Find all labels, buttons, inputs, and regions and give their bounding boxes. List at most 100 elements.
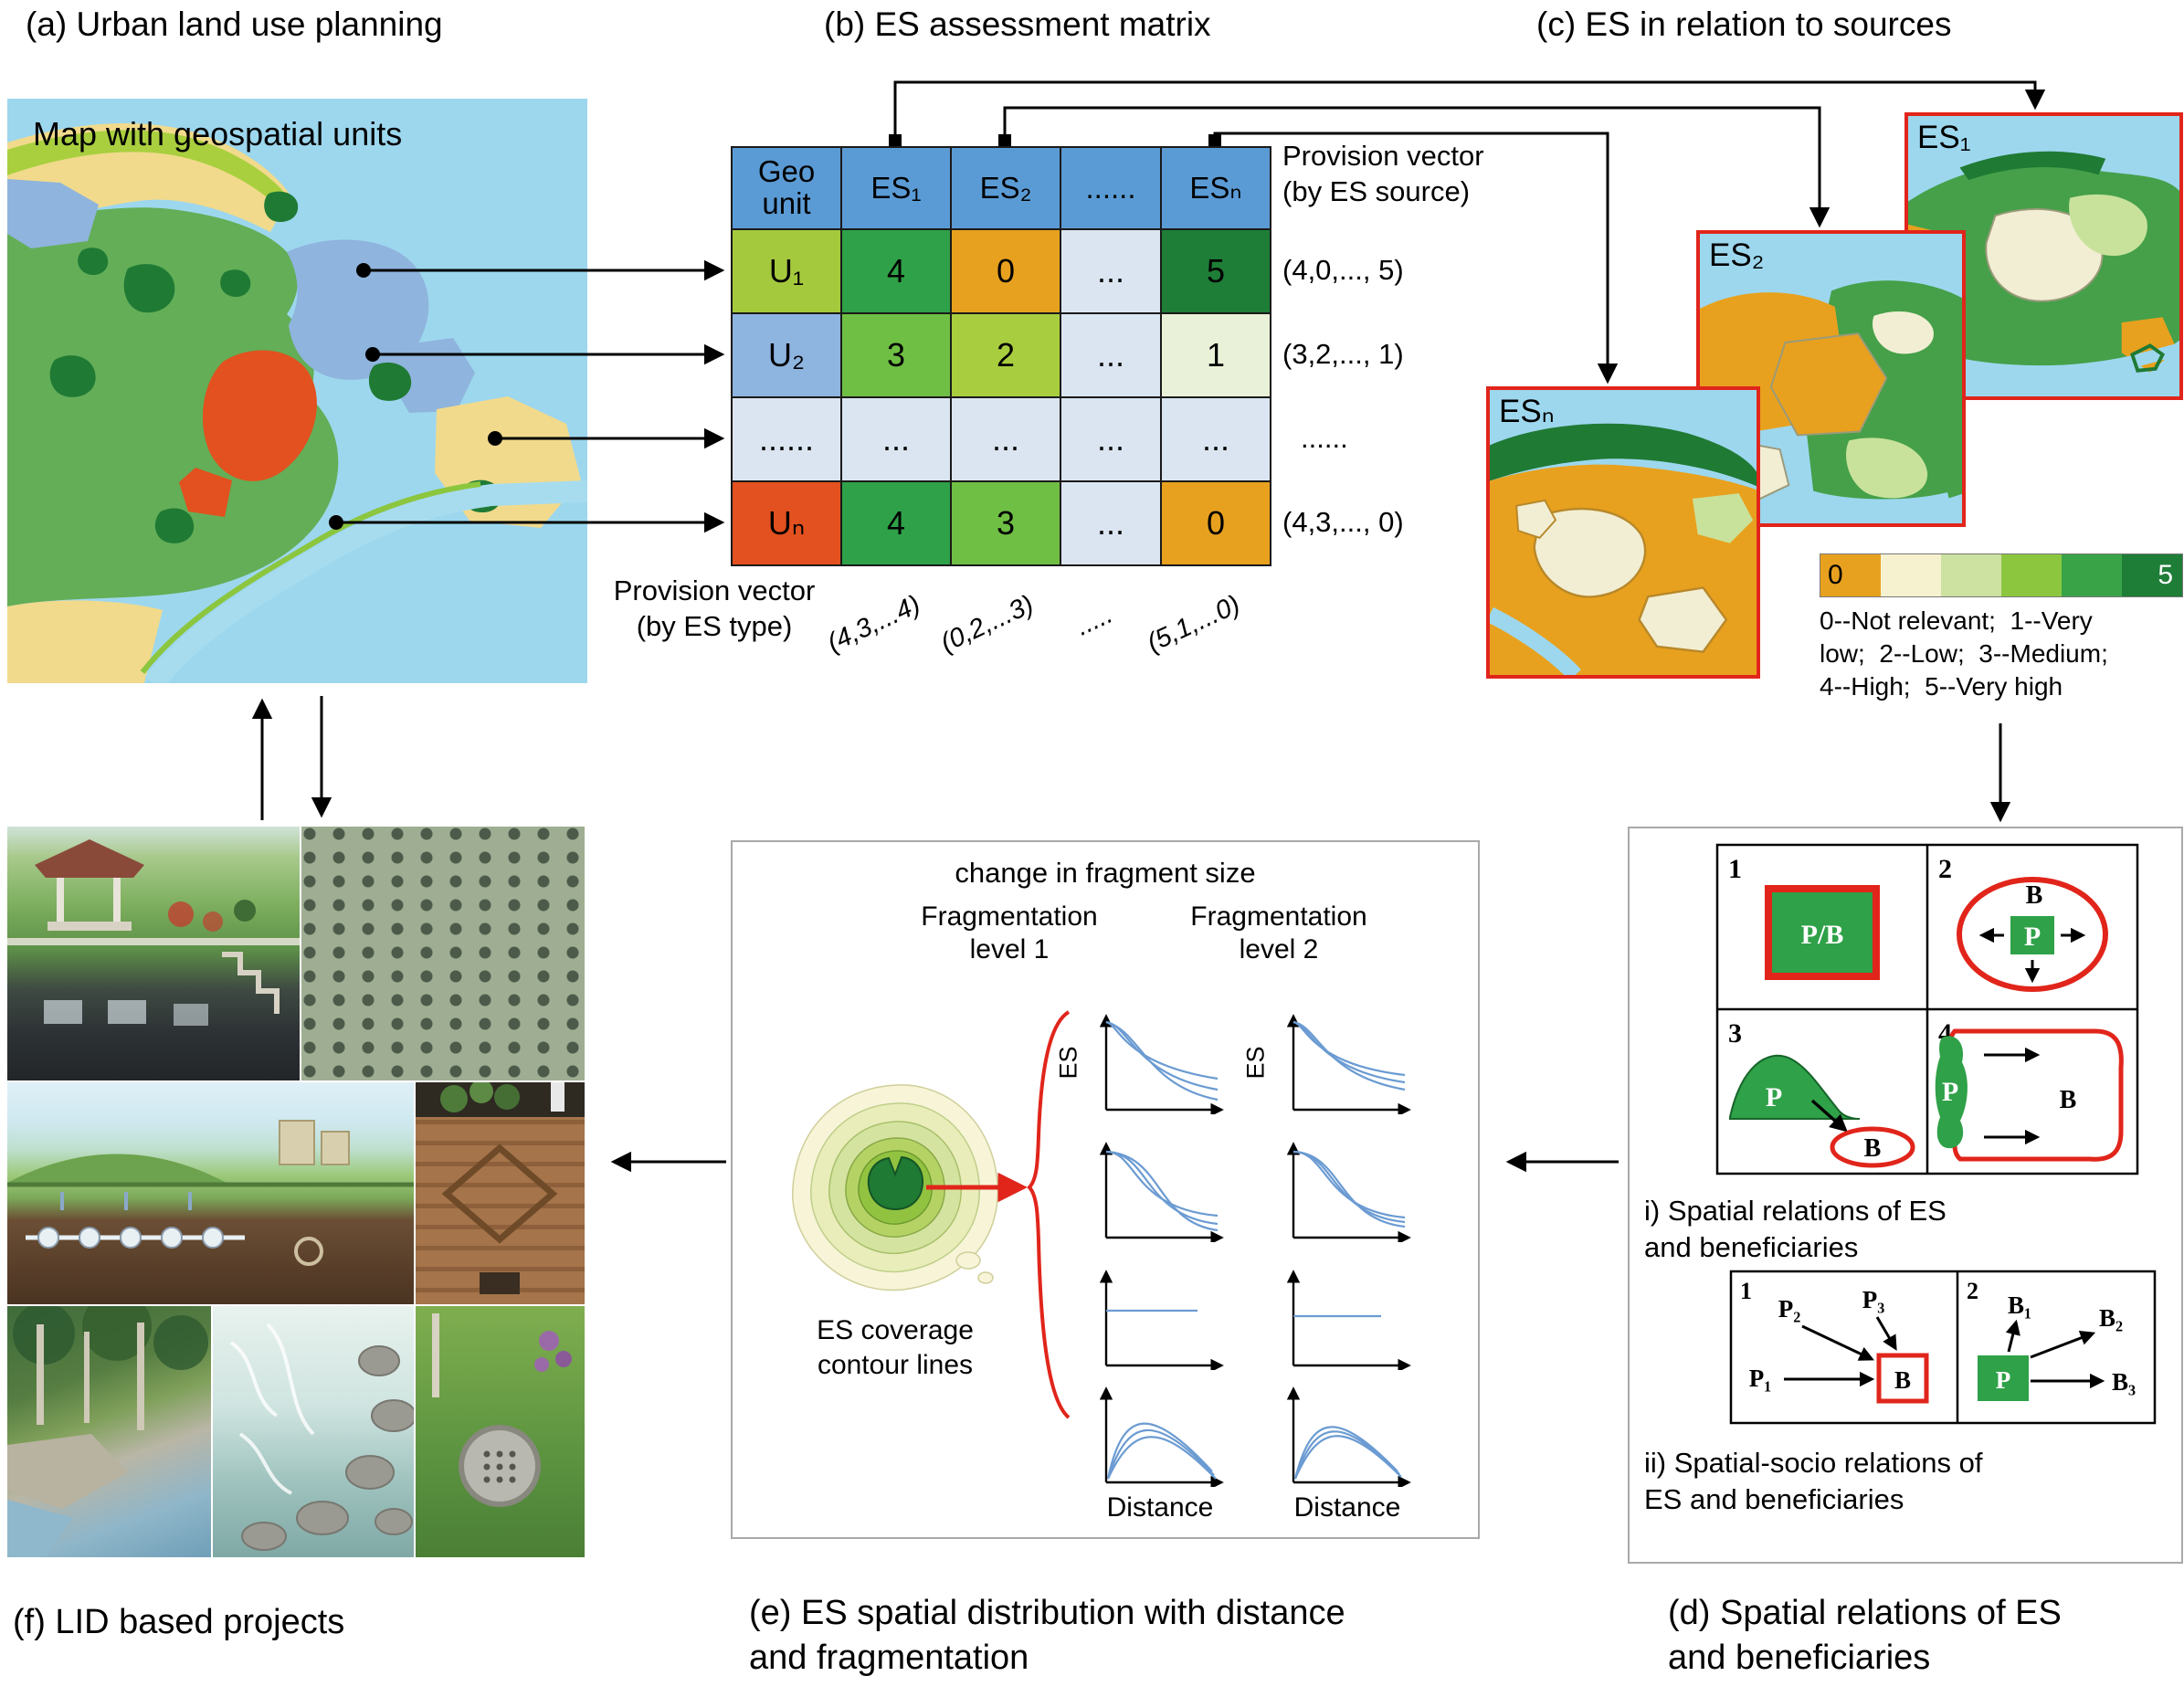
provider-square-socio <box>1978 1355 2029 1401</box>
rain-garden-graphic <box>7 1120 414 1266</box>
matrix-cell: ... <box>1060 396 1162 482</box>
matrix-row-u2: U₂ 3 2 ... 1 <box>731 312 1271 398</box>
contour-caption: ES coverage contour lines <box>756 1313 1034 1382</box>
panel-e-title-line2: and fragmentation <box>749 1639 1029 1678</box>
photo-rain-barrel <box>416 1082 585 1304</box>
matrix-cell: 3 <box>950 480 1061 566</box>
es1-label: ES₁ <box>1917 120 1971 155</box>
p-label-q3: P <box>1766 1082 1782 1112</box>
b-label-socio1: B <box>1894 1366 1911 1394</box>
stream-rocks-graphic <box>229 1323 414 1551</box>
es-distance-plot-l1-r2 <box>1099 1142 1224 1242</box>
green-roof-graphic <box>7 839 300 1026</box>
quadrant-2-number: 2 <box>1938 854 1952 884</box>
landuse-map: Map with geospatial units <box>7 99 587 683</box>
es-matrix-table: Geo unit ES₁ ES₂ ...... ESₙ U₁ 4 0 ... 5… <box>731 146 1271 566</box>
esn-source-map: ESₙ <box>1486 386 1760 681</box>
matrix-header-es2: ES₂ <box>950 146 1061 230</box>
socio2-arrows <box>2005 1319 2105 1389</box>
matrix-cell: ... <box>840 396 952 482</box>
panel-b-title: (b) ES assessment matrix <box>824 5 1211 43</box>
matrix-cell: ... <box>1060 480 1162 566</box>
es2-map-graphic <box>1700 234 1962 523</box>
frag1-line1: Fragmentation <box>921 901 1098 932</box>
matrix-cell: 0 <box>1160 480 1271 566</box>
distance-label-col1: Distance <box>1106 1492 1214 1523</box>
es2-source-map: ES₂ <box>1696 230 1966 527</box>
q2-outward-arrows <box>1978 927 2086 984</box>
legend-swatch-1 <box>1881 554 1941 596</box>
legend-text: 0--Not relevant; 1--Very low; 2--Low; 3-… <box>1820 605 2184 702</box>
column-vector-dots: ..... <box>1071 599 1118 642</box>
row-vector-u2: (3,2,..., 1) <box>1282 338 1404 370</box>
p1-label: P₁ <box>1749 1365 1772 1392</box>
es-axis-label-col1: ES <box>1054 1046 1082 1080</box>
caption-ii: ii) Spatial-socio relations of ES and be… <box>1644 1445 2156 1519</box>
b-label-q2: B <box>2026 881 2043 910</box>
b3-label: B₃ <box>2112 1368 2136 1396</box>
provider-hill-q3 <box>1729 1054 1861 1120</box>
esn-map-graphic <box>1486 390 1757 681</box>
matrix-cell: 4 <box>840 480 952 566</box>
matrix-header-row: Geo unit ES₁ ES₂ ...... ESₙ <box>731 146 1271 230</box>
matrix-unit-cell: ...... <box>731 396 842 482</box>
lid-photo-collage <box>7 827 585 1557</box>
legend-min-label: 0 <box>1828 560 1843 590</box>
matrix-header-esn: ESₙ <box>1160 146 1271 230</box>
b1-label: B₁ <box>2008 1291 2031 1319</box>
caption-ii-line1: ii) Spatial-socio relations of <box>1644 1447 1983 1479</box>
beneficiary-circle <box>1957 877 2108 992</box>
provider-strip-q4 <box>1935 1036 1968 1149</box>
panel-e-title-line1: (e) ES spatial distribution with distanc… <box>749 1594 1345 1632</box>
panel-d-title-line1: (d) Spatial relations of ES <box>1668 1594 2062 1632</box>
panel-f-title: (f) LID based projects <box>13 1603 345 1641</box>
matrix-header-dots: ...... <box>1060 146 1162 230</box>
es-axis-label-col2: ES <box>1241 1046 1270 1080</box>
panel-c-title: (c) ES in relation to sources <box>1536 5 1952 43</box>
legend-text-line3: 4--High; 5--Very high <box>1820 671 2063 701</box>
matrix-cell: ... <box>1160 396 1271 482</box>
photo-stream-rocks <box>213 1306 414 1557</box>
caption-i: i) Spatial relations of ES and beneficia… <box>1644 1193 2156 1267</box>
matrix-cell: ... <box>1060 228 1162 314</box>
panel-d-container <box>1628 827 2183 1564</box>
matrix-header-geo-unit: Geo unit <box>731 146 842 230</box>
matrix-cell: 4 <box>840 228 952 314</box>
socio1-arrows <box>1784 1316 1897 1387</box>
panel-d-title: (d) Spatial relations of ES and benefici… <box>1668 1591 2062 1681</box>
p-label-socio2: P <box>1996 1366 2011 1394</box>
fragmentation-level-2-label: Fragmentation level 2 <box>1183 901 1375 966</box>
legend-text-line1: 0--Not relevant; 1--Very <box>1820 606 2093 635</box>
contour-caption-line2: contour lines <box>817 1349 974 1380</box>
panel-d-title-line2: and beneficiaries <box>1668 1639 1931 1678</box>
contour-caption-line1: ES coverage <box>817 1315 974 1345</box>
es-distance-plot-l2-r3 <box>1286 1270 1411 1370</box>
fragmentation-level-1-label: Fragmentation level 1 <box>913 901 1105 966</box>
flow-arrow-q3 <box>1810 1099 1848 1133</box>
es-distance-plot-l2-r1 <box>1286 1014 1411 1114</box>
provision-vector-by-type: Provision vector (by ES type) <box>592 574 837 645</box>
provider-square-q2 <box>2010 916 2054 954</box>
q4-flow-arrows <box>1984 1047 2041 1145</box>
row-vector-un: (4,3,..., 0) <box>1282 506 1404 538</box>
panel-e-title: (e) ES spatial distribution with distanc… <box>749 1591 1345 1681</box>
b-label-q4: B <box>2060 1086 2077 1114</box>
column-vector-es2: (0,2,...3) <box>936 589 1039 659</box>
matrix-unit-cell: Uₙ <box>731 480 842 566</box>
matrix-header-es1: ES₁ <box>840 146 952 230</box>
beneficiary-square-socio <box>1876 1353 1929 1404</box>
legend-max-label: 5 <box>2158 560 2173 590</box>
caption-ii-line2: ES and beneficiaries <box>1644 1483 1904 1516</box>
provision-source-line2: (by ES source) <box>1282 174 1471 207</box>
es-coverage-contours <box>775 1067 1016 1308</box>
es-distance-plot-l2-r2 <box>1286 1142 1411 1242</box>
quadrant-3-number: 3 <box>1728 1018 1742 1049</box>
matrix-cell: ... <box>1060 312 1162 398</box>
es-distance-plot-l1-r1 <box>1099 1014 1224 1114</box>
socio-box-1-number: 1 <box>1740 1278 1752 1304</box>
quadrant-1-number: 1 <box>1728 854 1742 884</box>
drain-inlet-graphic <box>432 1313 572 1507</box>
contour-core <box>867 1155 924 1211</box>
beneficiary-ellipse-q3 <box>1830 1126 1915 1168</box>
